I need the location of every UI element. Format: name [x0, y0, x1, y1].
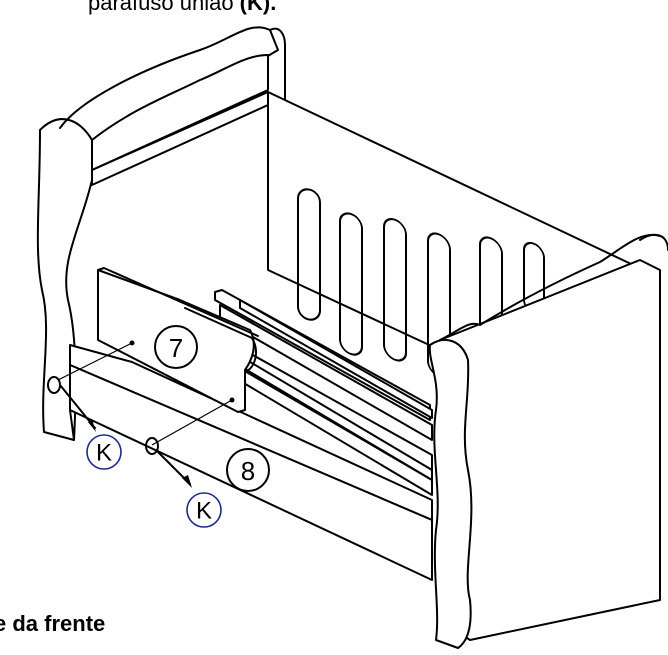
hardware-k-2-label: K: [196, 498, 212, 525]
hole-marker: [129, 340, 135, 346]
hardware-k-1-label: K: [96, 440, 112, 467]
callout-8: 8: [226, 448, 270, 492]
instruction-caption-top: parafuso união (K).: [88, 0, 276, 16]
arrow-head: [88, 419, 96, 432]
assembly-guides: [47, 340, 235, 488]
hole-marker: [229, 397, 235, 403]
arrow-head: [182, 475, 192, 488]
callout-7: 7: [154, 325, 198, 369]
hardware-k-1: K: [86, 434, 122, 470]
caption-bold-part: (K).: [239, 0, 277, 15]
screw-k-2: [145, 437, 159, 455]
hardware-k-2: K: [186, 492, 222, 528]
callout-7-label: 7: [169, 333, 183, 363]
caption-text: parafuso união: [88, 0, 240, 15]
callout-8-label: 8: [241, 456, 255, 486]
instruction-caption-bottom: e da frente: [0, 611, 106, 636]
front-footboard: [428, 233, 668, 649]
